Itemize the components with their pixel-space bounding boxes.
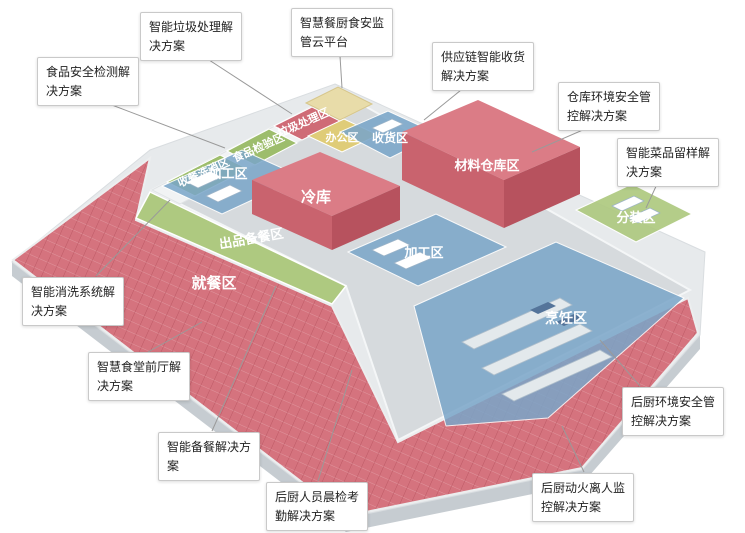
zone-label-portioning: 分装区 bbox=[616, 210, 655, 226]
equipment-counter bbox=[371, 238, 411, 257]
office-roof-block bbox=[304, 86, 374, 121]
leader-line bbox=[423, 85, 467, 121]
equipment-counter bbox=[371, 118, 404, 134]
cold-storage-block-top bbox=[252, 152, 400, 216]
zone-label-material-warehouse: 材料仓库区 bbox=[454, 158, 519, 174]
warehouse-block-left bbox=[402, 132, 504, 228]
zone-label-cooking: 烹饪区 bbox=[545, 310, 587, 327]
callout-front-hall: 智慧食堂前厅解 决方案 bbox=[88, 352, 191, 402]
leader-line bbox=[339, 55, 343, 89]
cooking-line-counter bbox=[501, 349, 613, 402]
leader-line bbox=[599, 339, 641, 387]
leader-line bbox=[95, 199, 171, 277]
callout-cloud-platform: 智慧餐厨食安监 管云平台 bbox=[291, 8, 394, 58]
zone-label-cold-storage: 冷库 bbox=[301, 188, 331, 206]
equipment-counter bbox=[393, 251, 433, 270]
callout-dish-sample: 智能菜品留样解 决方案 bbox=[617, 138, 720, 188]
leader-line bbox=[205, 57, 293, 115]
leader-line bbox=[147, 321, 203, 353]
zone-label-dining: 就餐区 bbox=[191, 274, 236, 292]
callout-food-safety-testing: 食品安全检测解 决方案 bbox=[37, 57, 140, 107]
zone-label-processing-2: 加工区 bbox=[403, 246, 443, 261]
callout-smart-waste: 智能垃圾处理解 决方案 bbox=[140, 12, 243, 62]
warehouse-block-right bbox=[504, 147, 580, 228]
equipment-counter bbox=[205, 184, 243, 203]
cold-storage-block-left bbox=[252, 180, 332, 250]
callout-kitchen-env: 后厨环境安全管 控解决方案 bbox=[622, 387, 725, 437]
equipment-counter bbox=[611, 195, 645, 212]
warehouse-block-top bbox=[402, 100, 580, 180]
callout-warehouse-env: 仓库环境安全管 控解决方案 bbox=[558, 82, 661, 132]
leader-line bbox=[103, 101, 226, 149]
leader-line bbox=[211, 285, 277, 432]
equipment-counter bbox=[185, 170, 223, 189]
callout-fire-monitor: 后厨动火离人监 控解决方案 bbox=[532, 473, 635, 523]
zone-label-receiving: 收货区 bbox=[372, 130, 408, 145]
callout-washing-system: 智能消洗系统解 决方案 bbox=[22, 277, 125, 327]
callout-supply-chain: 供应链智能收货 解决方案 bbox=[432, 42, 535, 92]
callout-morning-check: 后厨人员晨检考 勤解决方案 bbox=[266, 482, 369, 532]
zone-portioning-floor bbox=[574, 183, 694, 243]
equipment-counter bbox=[627, 207, 661, 224]
callout-meal-prep: 智能备餐解决方 案 bbox=[158, 432, 261, 482]
leader-line bbox=[317, 369, 353, 482]
zone-processing-2-floor bbox=[346, 213, 508, 287]
stove-unit bbox=[556, 314, 582, 326]
stove-unit bbox=[530, 302, 556, 314]
cooking-line-counter bbox=[481, 323, 593, 376]
zone-label-processing-1: 加工区 bbox=[207, 167, 247, 182]
cold-storage-block-right bbox=[332, 186, 400, 250]
serving-prep-walkway bbox=[134, 191, 348, 305]
leader-line bbox=[561, 425, 585, 473]
zone-label-office: 办公区 bbox=[326, 130, 359, 144]
